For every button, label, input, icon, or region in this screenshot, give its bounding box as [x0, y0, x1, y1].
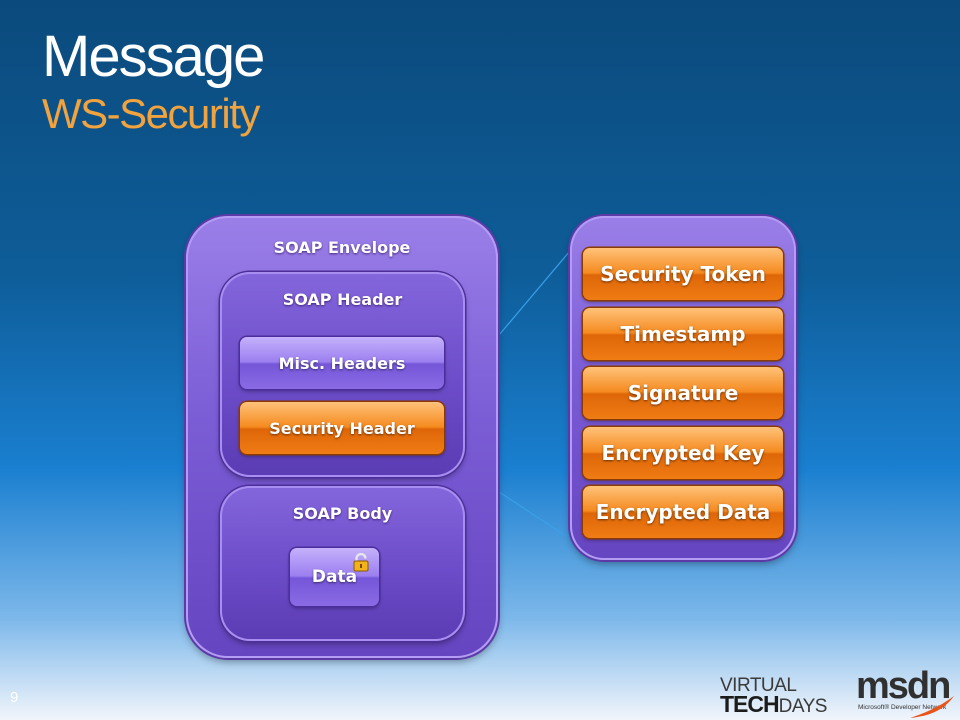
page-number: 9	[10, 689, 19, 706]
soap-header-box: SOAP Header Misc. Headers Security Heade…	[220, 272, 465, 477]
encrypted-key-pill: Encrypted Key	[583, 427, 783, 479]
slide-subtitle: WS-Security	[42, 90, 260, 137]
virtual-techdays-logo: VIRTUAL TECHDAYS	[720, 675, 850, 717]
logo-virtual-text: VIRTUAL	[720, 675, 797, 696]
timestamp-pill: Timestamp	[583, 308, 783, 360]
misc-headers-pill: Misc. Headers	[240, 337, 444, 389]
msdn-wordmark: msdn	[856, 665, 951, 707]
security-token-pill: Security Token	[583, 248, 783, 300]
soap-header-label: SOAP Header	[282, 290, 403, 309]
logo-tech-text: TECH	[720, 691, 780, 717]
soap-envelope-label: SOAP Envelope	[273, 238, 411, 257]
signature-pill: Signature	[583, 367, 783, 419]
msdn-tagline: Microsoft® Developer Network	[858, 704, 947, 711]
security-header-pill: Security Header	[240, 402, 444, 454]
security-header-contents-panel: Security Token Timestamp Signature Encry…	[570, 216, 796, 560]
soap-body-label: SOAP Body	[292, 504, 393, 523]
msdn-logo: msdn Microsoft® Developer Network	[856, 666, 956, 720]
soap-body-box: SOAP Body Data	[220, 486, 465, 641]
logo-days-text: DAYS	[778, 696, 828, 717]
msdn-swoosh-icon	[910, 696, 954, 718]
soap-envelope-panel: SOAP Envelope SOAP Header Misc. Headers …	[186, 216, 498, 658]
padlock-icon	[353, 553, 369, 572]
logo-techdays-text: TECHDAYS	[720, 691, 828, 717]
encrypted-data-pill: Encrypted Data	[583, 486, 783, 538]
data-pill: Data	[290, 548, 379, 606]
slide-title: Message	[42, 24, 265, 89]
